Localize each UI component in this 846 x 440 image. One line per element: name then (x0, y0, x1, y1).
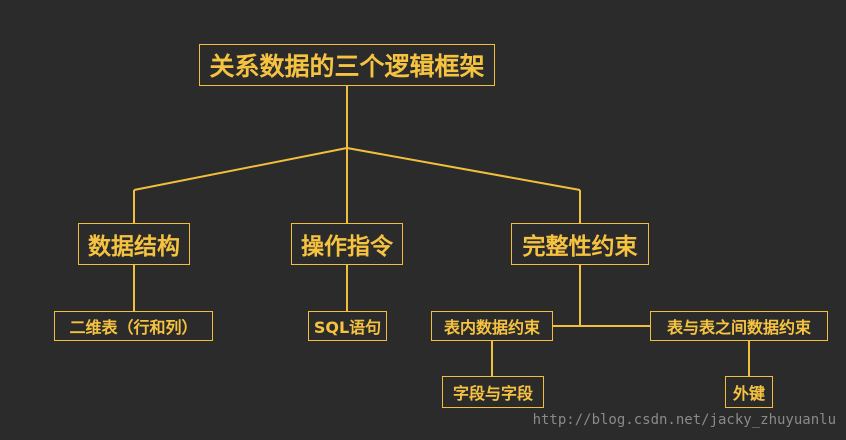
node-inter-table: 表与表之间数据约束 (650, 311, 828, 341)
watermark-url: http://blog.csdn.net/jacky_zhuyuanlu (532, 412, 836, 428)
node-field-to-field: 字段与字段 (442, 376, 544, 408)
edge-root-data-structure (133, 147, 348, 191)
node-sql: SQL语句 (308, 311, 387, 341)
edge-root-integrity (346, 147, 581, 191)
node-operations: 操作指令 (291, 223, 403, 265)
node-data-structure: 数据结构 (78, 223, 190, 265)
node-foreign-key: 外键 (725, 376, 773, 408)
node-two-dim-table: 二维表（行和列） (54, 311, 213, 341)
node-intra-table: 表内数据约束 (431, 311, 553, 341)
node-root: 关系数据的三个逻辑框架 (199, 44, 495, 86)
node-integrity: 完整性约束 (511, 223, 649, 265)
